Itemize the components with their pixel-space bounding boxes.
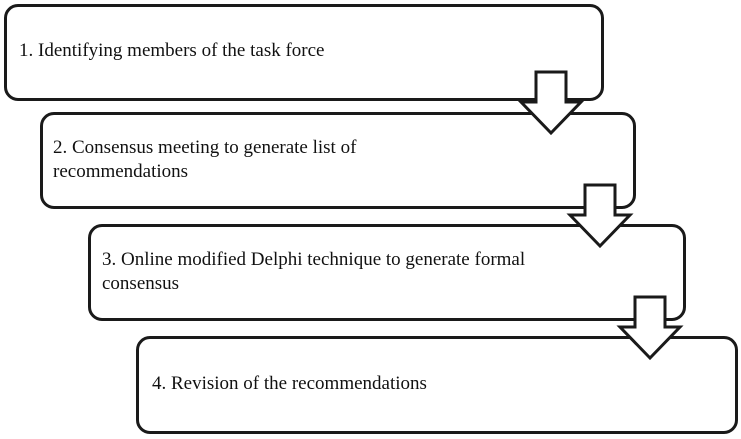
step-4-label: 4. Revision of the recommendations [152, 372, 427, 394]
step-2-box: 2. Consensus meeting to generate list of… [40, 112, 636, 209]
step-4-box: 4. Revision of the recommendations [136, 336, 738, 434]
step-2-label: 2. Consensus meeting to generate list of… [53, 136, 357, 182]
step-1-box: 1. Identifying members of the task force [4, 4, 604, 101]
step-1-label: 1. Identifying members of the task force [19, 39, 325, 61]
down-arrow-3-icon [616, 295, 684, 361]
down-arrow-1-icon [517, 70, 585, 136]
step-3-label: 3. Online modified Delphi technique to g… [102, 249, 526, 294]
down-arrow-2-icon [566, 183, 634, 249]
step-3-box: 3. Online modified Delphi technique to g… [88, 224, 686, 321]
